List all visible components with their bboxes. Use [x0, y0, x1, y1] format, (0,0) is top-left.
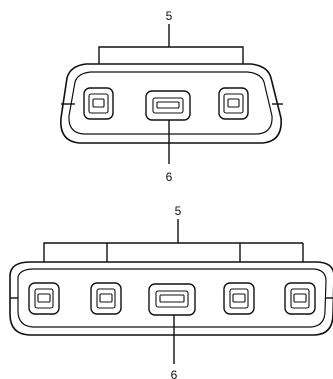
top-device-diagram: 5 6: [60, 9, 283, 184]
bottom-callout-label-6: 6: [171, 368, 178, 379]
top-device-inner-outline: [68, 71, 273, 135]
top-callout-bracket-5: [98, 46, 244, 72]
bottom-device-inner-outline: [17, 268, 327, 328]
top-right-usb-b-port: [218, 87, 249, 120]
top-callout-label-6: 6: [166, 170, 173, 184]
bottom-callout-label-5: 5: [175, 204, 182, 218]
top-left-usb-b-port: [83, 87, 114, 120]
bottom-device-diagram: 5: [9, 204, 333, 379]
bottom-port-1-usb-b: [28, 282, 60, 315]
bottom-callout-bracket-main: [43, 242, 303, 268]
bottom-center-usb-a-port: [148, 283, 196, 316]
bottom-port-2-usb-b: [90, 282, 122, 315]
bottom-port-4-usb-b: [223, 282, 255, 315]
top-center-usb-a-port: [145, 90, 191, 121]
top-callout-label-5: 5: [166, 9, 173, 23]
bottom-port-5-usb-b: [284, 282, 316, 315]
